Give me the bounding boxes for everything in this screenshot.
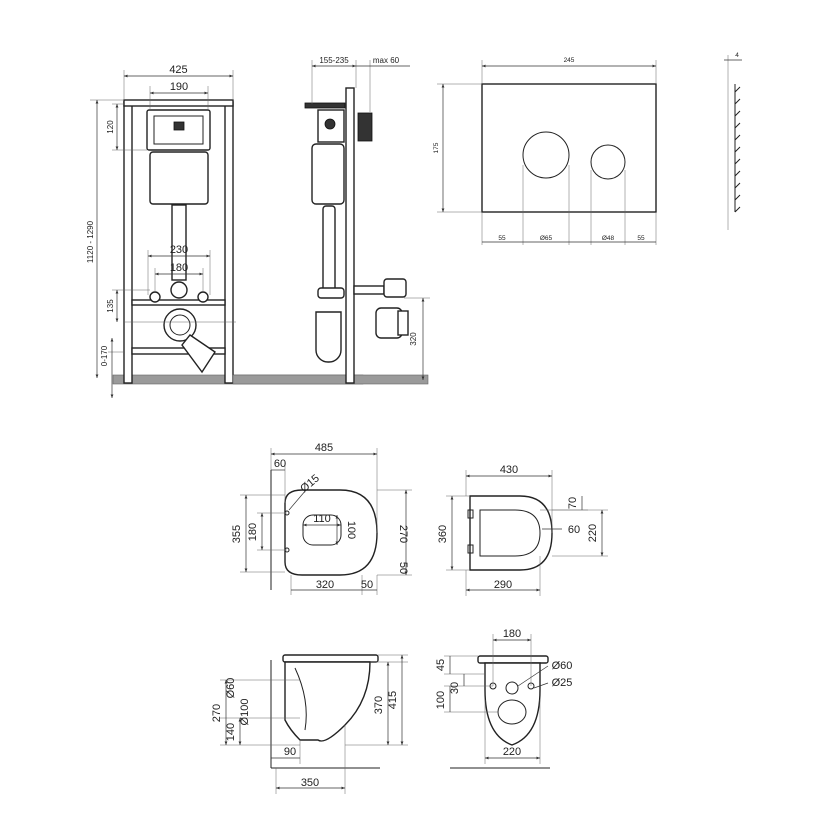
dim-45: 45 xyxy=(435,659,447,671)
dim-55-left: 55 xyxy=(498,235,506,242)
dim-270-side: 270 xyxy=(211,704,223,722)
dim-d60-side: Ø60 xyxy=(225,678,237,699)
dim-425: 425 xyxy=(169,64,187,76)
dim-60-wall: 60 xyxy=(274,458,286,470)
floor-side xyxy=(232,374,429,385)
plate-mount xyxy=(357,112,373,142)
dim-220-back: 220 xyxy=(503,746,521,758)
dim-60-seat: 60 xyxy=(568,524,580,536)
cistern-body xyxy=(149,151,209,205)
dim-100: 100 xyxy=(345,521,357,539)
outlet-ring xyxy=(163,308,197,342)
dim-50-bottom: 50 xyxy=(361,579,373,591)
dim-d65: Ø65 xyxy=(540,235,553,242)
wall-post xyxy=(345,87,355,384)
pipe-elbow xyxy=(317,287,345,299)
big-button-icon xyxy=(522,131,570,179)
valve-knob-icon xyxy=(324,118,336,130)
frame-front-view: 425 190 120 1120 - 1290 230 180 135 0-17… xyxy=(86,64,364,398)
dim-230: 230 xyxy=(170,244,188,256)
dim-430: 430 xyxy=(500,464,518,476)
bowl-top-view: 485 60 Ø15 110 100 355 180 270 50 320 50 xyxy=(231,442,412,595)
dim-100-back: 100 xyxy=(435,691,447,709)
seat-opening xyxy=(479,509,541,557)
plate-hatch xyxy=(734,86,741,213)
connector-flange xyxy=(397,310,409,336)
dim-135: 135 xyxy=(106,299,115,313)
flush-pipe-end xyxy=(170,281,188,299)
dim-180-back: 180 xyxy=(503,628,521,640)
seat-side xyxy=(282,654,379,663)
dim-155-235: 155-235 xyxy=(319,56,349,65)
small-button-icon xyxy=(590,144,626,180)
dim-415: 415 xyxy=(387,691,399,709)
frame-top-bar xyxy=(123,99,234,107)
dim-1120-1290: 1120 - 1290 xyxy=(86,220,95,263)
dim-55-right: 55 xyxy=(637,235,645,242)
dim-d100: Ø100 xyxy=(239,699,251,726)
bowl-trap-line xyxy=(294,667,307,731)
dim-190: 190 xyxy=(170,81,188,93)
dim-320: 320 xyxy=(409,332,418,346)
dim-90: 90 xyxy=(284,746,296,758)
dim-d60-back: Ø60 xyxy=(552,660,573,672)
bowl-outline-top xyxy=(284,489,378,576)
bowl-back-view: 180 45 30 100 Ø60 Ø25 220 xyxy=(435,628,573,769)
seat-top-view: 430 360 70 60 220 290 xyxy=(437,464,608,596)
dim-4: 4 xyxy=(735,52,739,59)
flush-pipe-side xyxy=(322,205,336,292)
cistern-side xyxy=(311,143,345,205)
inlet-back xyxy=(505,681,519,695)
cistern-inner xyxy=(153,115,204,145)
dim-70: 70 xyxy=(567,497,579,509)
dim-320-bottom: 320 xyxy=(316,579,334,591)
dim-max-60: max 60 xyxy=(373,56,400,65)
dim-350: 350 xyxy=(301,777,319,789)
outlet-inner xyxy=(169,314,191,336)
dim-355: 355 xyxy=(231,525,243,543)
bolt-right-icon xyxy=(197,291,209,303)
dim-d48: Ø48 xyxy=(602,235,615,242)
seat-back xyxy=(477,655,549,664)
dim-220-seat: 220 xyxy=(587,524,599,542)
frame-bottom-bar xyxy=(131,347,226,355)
dim-270: 270 xyxy=(397,525,409,543)
bowl-side-view: 270 140 Ø60 Ø100 370 415 90 350 xyxy=(211,654,408,794)
dim-110: 110 xyxy=(313,513,331,525)
frame-right-post xyxy=(224,101,234,384)
dim-485: 485 xyxy=(315,442,333,454)
bolt-left-icon xyxy=(149,291,161,303)
top-bracket xyxy=(304,102,346,109)
dim-0-170: 0-170 xyxy=(100,345,109,366)
valve-icon xyxy=(173,121,185,131)
dim-50-right: 50 xyxy=(397,562,409,574)
dim-175: 175 xyxy=(433,142,440,153)
frame-left-post xyxy=(123,101,133,384)
dim-140: 140 xyxy=(225,723,237,741)
dim-d25: Ø25 xyxy=(552,677,573,689)
dim-120: 120 xyxy=(106,120,115,134)
dim-290: 290 xyxy=(494,579,512,591)
flush-plate-view: 245 175 55 Ø65 Ø48 55 4 xyxy=(433,52,742,245)
frame-side-view: 155-235 max 60 320 xyxy=(232,56,430,385)
bowl-back-shape xyxy=(484,662,541,746)
dim-370: 370 xyxy=(373,696,385,714)
dim-245: 245 xyxy=(564,57,575,64)
frame-mid-bar xyxy=(131,299,226,306)
pipe-coupling xyxy=(383,278,407,298)
flush-pipe xyxy=(171,204,187,281)
dim-360: 360 xyxy=(437,525,449,543)
outlet-elbow xyxy=(181,334,216,374)
drain-elbow xyxy=(315,311,342,363)
hinge-bottom xyxy=(467,544,474,554)
dim-180-bolts: 180 xyxy=(247,523,259,541)
hinge-top xyxy=(467,509,474,519)
pipe-connector xyxy=(353,285,385,295)
bowl-inner-top xyxy=(302,514,342,546)
dim-30: 30 xyxy=(449,682,461,694)
dim-180: 180 xyxy=(170,262,188,274)
